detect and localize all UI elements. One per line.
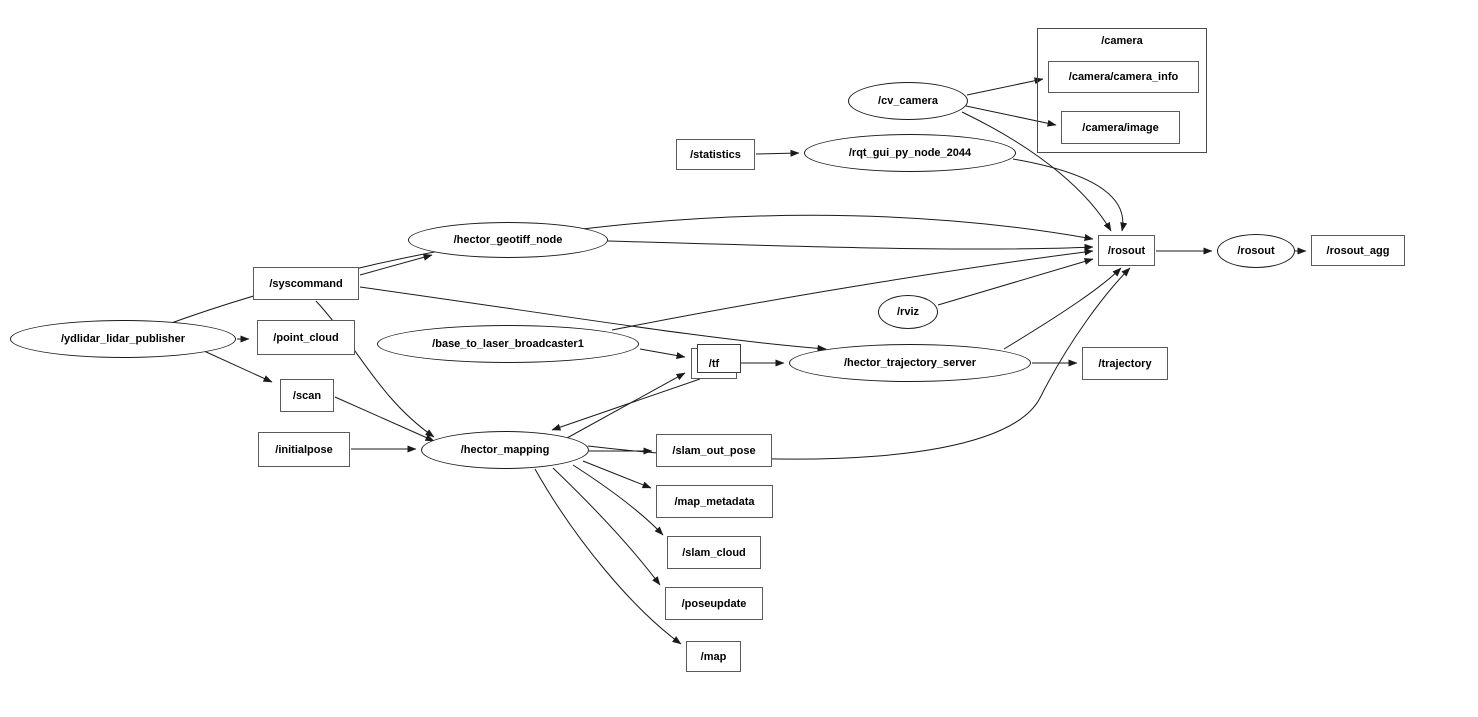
edge-cvcamera-rosout	[961, 111, 1112, 232]
topic-slam-out-pose: /slam_out_pose	[656, 434, 772, 467]
edge-base-tf	[639, 348, 686, 359]
edge-statistics-rqtgui	[755, 149, 800, 157]
node-rviz: /rviz	[878, 295, 938, 329]
edge-mapping-mapmetadata	[582, 460, 652, 489]
node-hector-geotiff-node: /hector_geotiff_node	[408, 222, 608, 258]
edge-rqtgui-rosout	[1012, 158, 1128, 232]
edge-cvcamera-cameraimage	[965, 105, 1057, 127]
topic-rosout: /rosout	[1098, 235, 1155, 266]
edge-rviz-rosout	[937, 258, 1094, 306]
node-rosout: /rosout	[1217, 234, 1295, 268]
node-cv-camera: /cv_camera	[848, 82, 968, 120]
topic-statistics: /statistics	[676, 139, 755, 170]
edge-tf-mapping	[551, 378, 701, 431]
edge-mapping-map	[534, 468, 682, 645]
topic-poseupdate: /poseupdate	[665, 587, 763, 620]
topic-map: /map	[686, 641, 741, 672]
node-base-to-laser-broadcaster1: /base_to_laser_broadcaster1	[377, 325, 639, 363]
topic-camera-image: /camera/image	[1061, 111, 1180, 144]
topic-syscommand: /syscommand	[253, 267, 359, 300]
edge-geotiff-rosout	[607, 240, 1094, 251]
edge-syscommand-trajserver	[359, 286, 827, 352]
edge-mapping-poseupdate	[552, 467, 661, 586]
node-hector-trajectory-server: /hector_trajectory_server	[789, 344, 1031, 382]
topic-rosout-agg: /rosout_agg	[1311, 235, 1405, 266]
edge-mapping-slamcloud	[572, 464, 664, 536]
edge-ydlidar-scan	[203, 350, 273, 383]
topic-trajectory: /trajectory	[1082, 347, 1168, 380]
topic-camera-camera-info: /camera/camera_info	[1048, 61, 1199, 93]
topic-map-metadata: /map_metadata	[656, 485, 773, 518]
edge-scan-mapping	[334, 396, 435, 442]
group-camera-label: /camera	[1101, 35, 1143, 47]
edge-trajserver-rosout	[1003, 267, 1122, 350]
node-hector-mapping: /hector_mapping	[421, 431, 589, 469]
group-camera: /camera	[1037, 28, 1207, 153]
topic-point-cloud: /point_cloud	[257, 320, 355, 355]
node-ydlidar-lidar-publisher: /ydlidar_lidar_publisher	[10, 320, 236, 358]
topic-scan: /scan	[280, 379, 334, 412]
edge-mapping-tf	[566, 372, 686, 439]
topic-slam-cloud: /slam_cloud	[667, 536, 761, 569]
edge-syscommand-mapping	[315, 300, 435, 438]
edge-syscommand-geotiff	[359, 253, 433, 276]
edge-cvcamera-camerainfo	[966, 77, 1044, 96]
edge-base-rosout	[611, 248, 1094, 331]
topic-initialpose: /initialpose	[258, 432, 350, 467]
node-rqt-gui-py-node-2044: /rqt_gui_py_node_2044	[804, 134, 1016, 172]
topic-tf: /tf	[691, 344, 741, 379]
